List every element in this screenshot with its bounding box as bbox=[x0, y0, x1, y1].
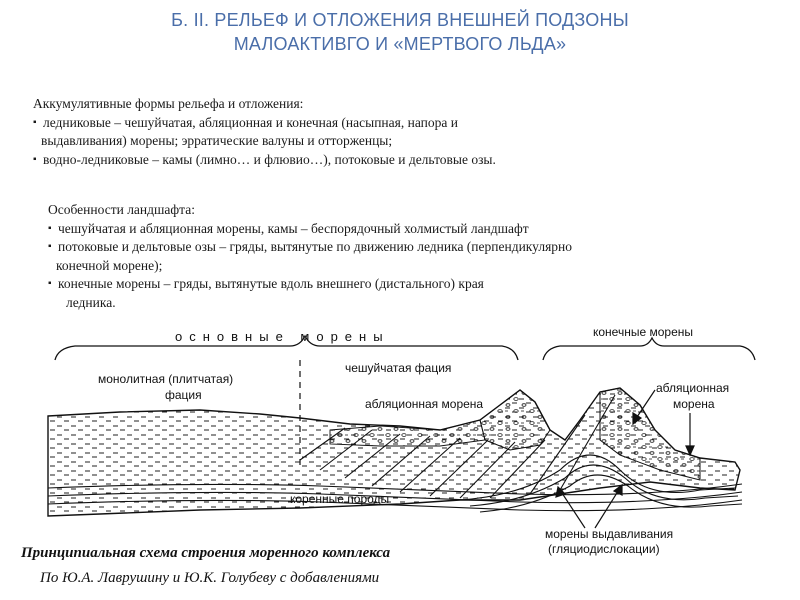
label-bedrock: коренные породы bbox=[290, 492, 389, 506]
glacial-forms-item: ледниковые – чешуйчатая, абляционная и к… bbox=[33, 114, 733, 133]
end-moraines-line2: ледника. bbox=[66, 294, 116, 310]
page-title-line1: Б. II. РЕЛЬЕФ И ОТЛОЖЕНИЯ ВНЕШНЕЙ ПОДЗОН… bbox=[171, 10, 629, 30]
bracket-end-moraines bbox=[542, 336, 756, 361]
ablation-moraine-cap bbox=[329, 419, 486, 447]
label-ablation-moraine-mid: абляционная морена bbox=[365, 397, 483, 411]
caption-title: Принципиальная схема строения моренного … bbox=[21, 545, 391, 561]
bracket-ground-moraines bbox=[54, 334, 519, 361]
end-moraines-line1: конечные морены – гряды, вытянутые вдоль… bbox=[58, 276, 484, 291]
caption-source: По Ю.А. Лаврушину и Ю.К. Голубеву с доба… bbox=[40, 570, 380, 586]
fluvioglacial-forms-item: водно-ледниковые – камы (лимно… и флювио… bbox=[33, 151, 733, 170]
eskers-line2: конечной морене); bbox=[56, 257, 163, 273]
glacial-forms-line2: выдавливания) морены; эрратические валун… bbox=[41, 133, 393, 148]
bedrock-layers bbox=[47, 483, 743, 512]
accumulative-forms-heading: Аккумулятивные формы рельефа и отложения… bbox=[33, 96, 304, 111]
label-ground-moraines: основные морены bbox=[175, 329, 390, 344]
landscape-features-section: Особенности ландшафта: чешуйчатая и абля… bbox=[48, 201, 793, 312]
folded-layers bbox=[459, 454, 743, 513]
label-push-moraines-1: морены выдавливания bbox=[545, 527, 673, 541]
landscape-features-heading: Особенности ландшафта: bbox=[48, 202, 195, 217]
label-end-moraines: конечные морены bbox=[593, 325, 693, 339]
page-title-line2: МАЛОАКТИВГО И «МЕРТВОГО ЛЬДА» bbox=[233, 34, 567, 54]
label-scaly-facies: чешуйчатая фация bbox=[345, 361, 451, 375]
ablation-moraine-fill-mid bbox=[479, 389, 551, 451]
label-monolithic-facies-1: монолитная (плитчатая) bbox=[98, 372, 233, 386]
label-monolithic-facies-2: фация bbox=[165, 388, 202, 402]
page-title: Б. II. РЕЛЬЕФ И ОТЛОЖЕНИЯ ВНЕШНЕЙ ПОДЗОН… bbox=[0, 8, 800, 56]
label-ablation-moraine-right-1: абляционная bbox=[656, 381, 729, 395]
eskers-line1: потоковые и дельтовые озы – гряды, вытян… bbox=[58, 239, 573, 254]
hummocky-landscape-item: чешуйчатая и абляционная морены, камы – … bbox=[48, 220, 793, 239]
ablation-moraine-fill-right bbox=[599, 387, 701, 481]
accumulative-forms-section: Аккумулятивные формы рельефа и отложения… bbox=[33, 95, 733, 169]
end-moraines-item: конечные морены – гряды, вытянутые вдоль… bbox=[48, 275, 793, 294]
label-push-moraines-2: (гляциодислокации) bbox=[548, 542, 660, 556]
pointer-arrows bbox=[555, 389, 695, 529]
eskers-item: потоковые и дельтовые озы – гряды, вытян… bbox=[48, 238, 793, 257]
glacial-forms-line1: ледниковые – чешуйчатая, абляционная и к… bbox=[43, 114, 458, 130]
label-ablation-moraine-right-2: морена bbox=[673, 397, 715, 411]
